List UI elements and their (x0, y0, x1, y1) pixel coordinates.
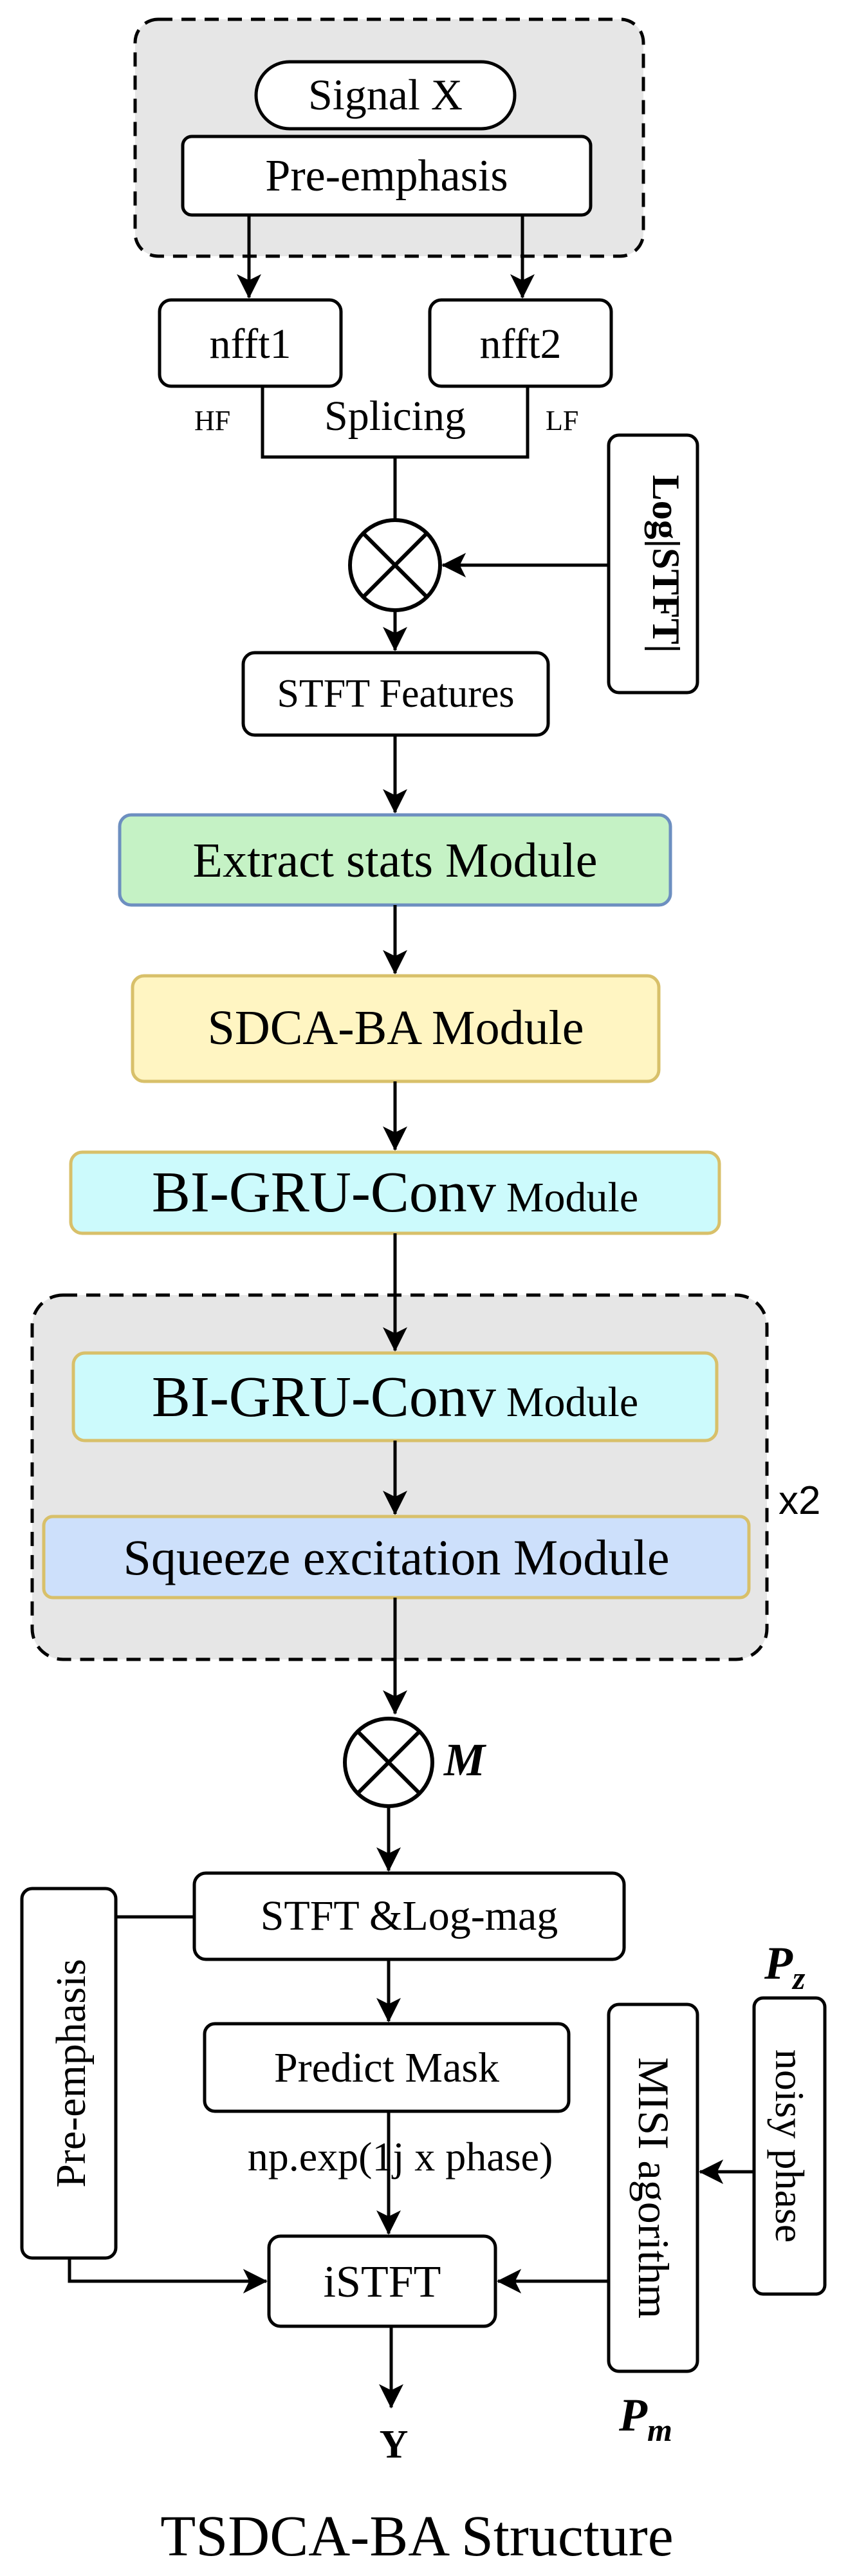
mask-multiply-icon (343, 1717, 434, 1808)
mask-symbol: M (443, 1734, 487, 1786)
predict-mask-label: Predict Mask (274, 2044, 499, 2091)
stft-features-label: STFT Features (277, 672, 514, 716)
istft-label: iSTFT (324, 2257, 441, 2307)
repeat-group-box (30, 1293, 769, 1661)
multiply-icon (348, 518, 442, 612)
repeat-label: x2 (779, 1479, 820, 1523)
nfft2-label: nfft2 (479, 321, 561, 368)
nfft1-label: nfft1 (209, 321, 291, 368)
output-label: Y (380, 2423, 409, 2467)
pz-label: Pz (764, 1937, 806, 1996)
pre-emphasis-top-label: Pre-emphasis (265, 151, 508, 201)
hf-label: HF (194, 405, 230, 436)
pm-label: Pm (618, 2389, 672, 2448)
nfft2-node (428, 298, 613, 388)
np-exp-label: np.exp(1j x phase) (248, 2134, 553, 2179)
squeeze-excitation-label: Squeeze excitation Module (123, 1529, 669, 1585)
noisy-phase-label: noisy phase (767, 2049, 813, 2243)
pre-emphasis-top-node (181, 135, 593, 217)
extract-stats-label: Extract stats Module (193, 834, 598, 888)
misi-algorithm-node (607, 2002, 699, 2373)
log-stft-label: Log|STFT| (645, 475, 687, 653)
pre-emphasis-side-label: Pre-emphasis (48, 1959, 95, 2188)
splicing-label: Splicing (324, 393, 466, 440)
signal-x-label: Signal X (308, 70, 463, 119)
signal-x-node (254, 60, 517, 131)
predict-mask-node (203, 2022, 571, 2113)
pre-emphasis-to-istft (68, 2258, 268, 2293)
nfft1-node (158, 298, 343, 388)
diagram-caption: TSDCA-BA Structure (160, 2505, 673, 2568)
stft-logmag-label: STFT &Log-mag (261, 1892, 558, 1939)
lf-label: LF (546, 405, 578, 436)
istft-node (267, 2234, 497, 2328)
noisy-phase-node (752, 1996, 827, 2296)
misi-algorithm-label: MISI agorithm (629, 2057, 678, 2319)
sdca-ba-label: SDCA-BA Module (208, 1001, 584, 1055)
